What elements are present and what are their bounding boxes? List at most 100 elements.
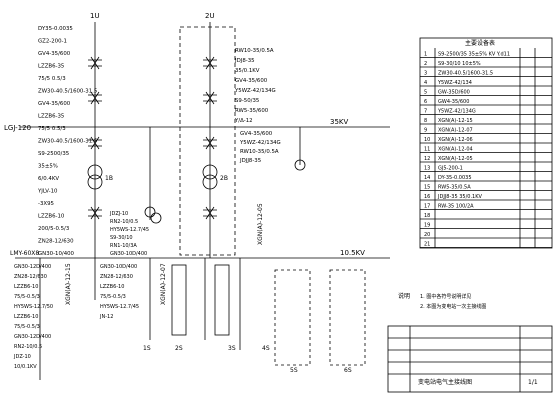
left-annotation: ZN28-12/630 — [38, 239, 74, 245]
table-row-model: XGN(A)-12-06 — [438, 137, 473, 143]
right-mid-annotation: RW10-35/0.5A — [240, 149, 279, 155]
lower-mid-annotation: RN1-10/3A — [110, 243, 137, 249]
bottom-mid-annotation: LZZB6-10 — [100, 284, 124, 290]
table-row-model: S9-2500/35 35±5% KV Y.d11 — [438, 52, 510, 58]
switch-1a — [88, 56, 102, 70]
cabinet-3s — [214, 264, 230, 336]
left-annotation: S9-2500/35 — [38, 151, 69, 157]
table-row-number: 3 — [424, 71, 427, 77]
lower-mid-annotation: JDZJ-10 — [109, 211, 128, 217]
table-row-number: 2 — [424, 61, 427, 67]
lower-mid-annotation: RN2-10/0.5 — [110, 219, 138, 225]
cabinet-2s — [171, 264, 187, 336]
right-mid-annotation: GV4-35/600 — [240, 131, 273, 137]
table-row-number: 19 — [424, 223, 430, 229]
table-row-number: 16 — [424, 194, 430, 200]
bottom-left-annotation: 10/0.1KV — [14, 364, 37, 370]
table-title: 主要设备表 — [465, 39, 495, 47]
bottom-left-annotation: GN30-12D/400 — [14, 334, 51, 340]
xgn-right-label: XGN(A)-12-05 — [257, 203, 264, 245]
pt-circle-2 — [150, 212, 162, 224]
section-label: 6S — [344, 367, 352, 374]
transformer-2b-lv — [202, 174, 218, 190]
lower-mid-annotation: GN30-10D/400 — [110, 251, 147, 257]
mid-annotation: RW5-35/600 — [235, 108, 269, 114]
table-row-number: 15 — [424, 185, 430, 191]
left-annotation: ZW30-40.5/1600-31.5 — [38, 89, 97, 95]
switch-1c — [88, 136, 102, 150]
xgn-mid-label: XGN(A)-12-07 — [160, 263, 167, 305]
feeder-1u-label: 1U — [90, 12, 100, 20]
bottom-left-annotation: JDZ-10 — [13, 354, 31, 360]
left-annotation: ZW30-40.5/1600-31.5 — [38, 139, 97, 145]
table-row-model: XGN(A)-12-04 — [438, 147, 473, 153]
bus-10kv-label: 10.5KV — [340, 249, 365, 257]
left-annotation: 75/5 0.5/3 — [38, 76, 66, 82]
table-row-number: 17 — [424, 204, 430, 210]
notes-line-2: 2. 本图为变电站一次主接线图 — [420, 303, 486, 310]
left-annotation: GV4-35/600 — [38, 51, 71, 57]
left-annotation: GZ2-200-1 — [38, 39, 67, 45]
left-annotation: LZZB6-35 — [38, 64, 64, 70]
mid-annotation: Y/Δ-12 — [234, 118, 253, 124]
transformer-1b-lv — [87, 174, 103, 190]
bottom-left-annotation: LZZB6-10 — [14, 284, 38, 290]
table-row-number: 21 — [424, 242, 430, 248]
bottom-left-annotation: RN2-10/0.5 — [14, 344, 42, 350]
table-row-number: 1 — [424, 52, 427, 58]
table-row-model: RW-35 100/2A — [438, 204, 474, 210]
lgj-label: LGJ-120 — [4, 124, 31, 132]
lower-mid-annotation-group: JDZJ-10RN2-10/0.5HY5WS-12.7/45S9-30/10RN… — [109, 211, 149, 257]
bottom-left-annotation: HY5WS-12.7/50 — [14, 304, 53, 310]
feeder-2-box — [179, 26, 236, 256]
bottom-mid-annotation: GN30-10D/400 — [100, 264, 137, 270]
table-row-number: 4 — [424, 80, 427, 86]
lmy-label: LMY-60X8 — [10, 250, 39, 257]
table-row-number: 20 — [424, 232, 430, 238]
mid-annotation-group: RW10-35/0.5AJDJ8-3535/0.1KVGV4-35/600Y5W… — [234, 48, 276, 124]
switch-2b — [203, 91, 217, 105]
table-row-number: 12 — [424, 156, 430, 162]
section-label: 3S — [228, 345, 236, 352]
bottom-left-annotation: 75/5-0.5/3 — [14, 324, 40, 330]
section-label: 4S — [262, 345, 270, 352]
section-label: 2S — [175, 345, 183, 352]
table-row-model: XGN(A)-12-15 — [438, 118, 473, 124]
feeder-2u-label: 2U — [205, 12, 215, 20]
transformer-2b-label: 2B — [220, 175, 228, 182]
table-row-number: 8 — [424, 118, 427, 124]
right-mid-annotation: Y5WZ-42/134G — [239, 140, 281, 146]
table-row-model: DY-35-0.0035 — [438, 175, 472, 181]
bottom-left-annotation-group: GN30-12D/400ZN28-12/630LZZB6-1075/5-0.5/… — [13, 264, 53, 370]
table-row-number: 6 — [424, 99, 427, 105]
table-row-number: 5 — [424, 90, 427, 96]
bottom-mid-annotation: HY5WS-12.7/45 — [100, 304, 139, 310]
cabinet-6s-box — [329, 269, 366, 366]
left-annotation: 75/5 0.5/3 — [38, 126, 66, 132]
mid-annotation: 35/0.1KV — [235, 68, 260, 74]
table-row-number: 14 — [424, 175, 430, 181]
left-annotation: DY35-0.0035 — [38, 26, 73, 32]
bus-35kv-label: 35KV — [330, 118, 348, 126]
lower-mid-annotation: S9-30/10 — [110, 235, 133, 241]
left-annotation: -3X95 — [38, 201, 54, 207]
left-annotation: LZZB6-35 — [38, 114, 64, 120]
section-label: 5S — [290, 367, 298, 374]
table-row-model: GW4-35/600 — [438, 99, 469, 105]
mid-annotation: JDJ8-35 — [234, 58, 255, 64]
transformer-1b-hv — [87, 164, 103, 180]
table-row-model: Y5WZ-42/134 — [437, 80, 472, 86]
bottom-left-annotation: 75/5-0.5/3 — [14, 294, 40, 300]
mid-annotation: RW10-35/0.5A — [235, 48, 274, 54]
left-annotation: 6/0.4KV — [38, 176, 59, 182]
switch-1d — [88, 206, 102, 220]
left-annotation: 200/5-0.5/3 — [38, 226, 69, 232]
table-row-number: 9 — [424, 128, 427, 134]
xgn-left-label: XGN(A)-12-15 — [65, 263, 72, 305]
notes-title: 说明 — [398, 292, 410, 300]
table-row-model: RW5-35/0.5A — [438, 185, 471, 191]
switch-1b — [88, 91, 102, 105]
bottom-left-annotation: LZZB6-10 — [14, 314, 38, 320]
